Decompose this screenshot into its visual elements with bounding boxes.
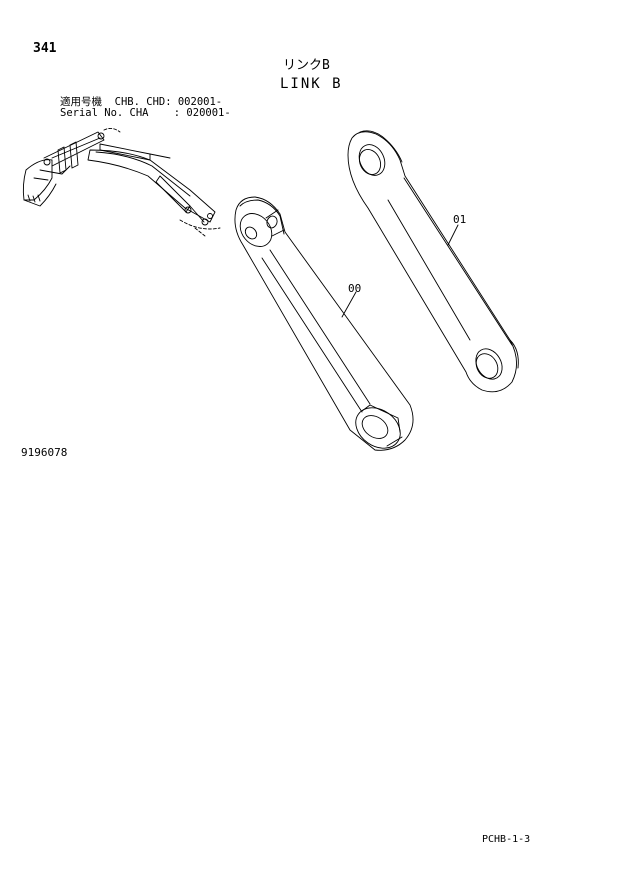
- callout-label-00: 00: [348, 282, 362, 295]
- excavator-front-locator-sketch: [22, 127, 221, 237]
- applicable-models-line: 適用号機 CHB. CHD: 002001-: [60, 96, 223, 108]
- leader-line-01: [447, 224, 459, 246]
- serial-number-line: Serial No. CHA : 020001-: [60, 107, 231, 119]
- title-japanese: リンクB: [283, 58, 330, 73]
- page-number: 341: [33, 41, 57, 56]
- leader-line-00: [341, 291, 357, 318]
- callout-label-01: 01: [453, 213, 467, 226]
- title-english: LINK B: [280, 76, 343, 92]
- page-code: PCHB-1-3: [482, 834, 531, 845]
- link-part-01: [347, 130, 519, 393]
- drawing-number: 9196078: [21, 446, 68, 459]
- link-part-00: [234, 196, 414, 451]
